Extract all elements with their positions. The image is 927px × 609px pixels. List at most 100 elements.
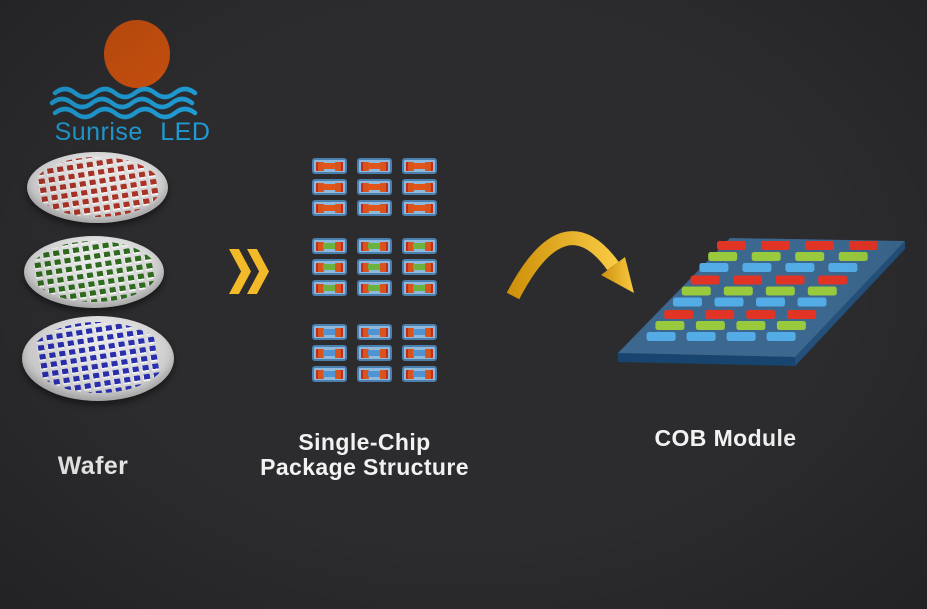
green-wafer: [24, 236, 164, 308]
package-die: [368, 184, 381, 190]
led-chip-cube: [129, 292, 138, 301]
led-chip-cube: [78, 291, 87, 300]
led-chip-cube: [56, 277, 65, 286]
cob-chip-blue: [714, 297, 744, 307]
led-chip-cube: [117, 174, 126, 183]
led-chip-cube: [85, 161, 94, 170]
package-pad: [316, 283, 324, 293]
package-die: [323, 264, 336, 270]
led-chip-cube: [73, 256, 82, 265]
led-chip-cube: [143, 254, 152, 263]
led-chip-cube: [92, 253, 101, 262]
led-chip-cube: [58, 183, 67, 192]
led-chip-cube: [51, 250, 60, 259]
led-chip-cube: [121, 241, 130, 248]
led-chip-cube: [125, 330, 134, 339]
led-chip-cube: [49, 360, 58, 369]
led-chip-cube: [65, 330, 74, 339]
package-pad: [380, 182, 388, 192]
led-chip-cube: [66, 339, 75, 348]
led-chip-cube: [151, 362, 160, 371]
led-chip-cube: [80, 241, 89, 245]
led-chip-cube: [50, 241, 59, 250]
led-chip-cube: [137, 171, 146, 180]
led-chip-cube: [93, 321, 102, 326]
cob-chip-green: [736, 321, 766, 330]
led-chip-cube: [85, 272, 94, 281]
package-pad: [380, 161, 388, 171]
led-chip-cube: [135, 264, 144, 273]
led-chip-cube: [120, 192, 129, 201]
package-tile-green: [402, 280, 437, 296]
package-die: [413, 329, 426, 335]
led-chip-cube: [52, 212, 61, 217]
led-chip-cube: [129, 357, 138, 366]
package-die: [413, 371, 426, 377]
package-die: [368, 285, 381, 291]
cob-chip-blue: [797, 297, 827, 307]
led-chip-cube: [142, 206, 151, 215]
led-chip-cube: [50, 369, 59, 378]
led-chip-cube: [89, 299, 98, 302]
led-chip-cube: [51, 203, 60, 212]
package-tile-red: [357, 200, 392, 216]
cob-chip-red: [805, 241, 834, 250]
package-pad: [361, 262, 369, 272]
led-chip-cube: [107, 342, 116, 351]
led-chip-cube: [100, 361, 109, 370]
led-chip-cube: [128, 348, 137, 357]
led-chip-cube: [57, 286, 66, 295]
led-chip-cube: [40, 243, 49, 252]
cob-chip-green: [655, 321, 685, 330]
led-chip-cube: [139, 291, 148, 300]
led-chip-cube: [80, 300, 89, 302]
led-chip-cube: [42, 380, 51, 389]
package-die: [413, 205, 426, 211]
package-tile-blue: [402, 345, 437, 361]
cob-chip-red: [705, 310, 735, 319]
package-tile-red: [402, 179, 437, 195]
led-chip-cube: [123, 257, 132, 266]
led-chip-cube: [45, 167, 54, 176]
led-chip-cube: [81, 373, 91, 382]
led-chip-cube: [47, 287, 56, 296]
led-chip-cube: [64, 266, 73, 275]
led-chip-cube: [74, 329, 83, 338]
led-chip-cube: [96, 168, 105, 177]
led-chip-cube: [61, 248, 70, 257]
package-die: [413, 243, 426, 249]
cob-chip-green: [838, 252, 868, 261]
package-pad: [425, 327, 433, 337]
led-chip-cube: [144, 156, 153, 160]
package-pad: [406, 369, 414, 379]
led-chip-cube: [72, 208, 81, 217]
package-die: [368, 205, 381, 211]
led-chip-cube: [90, 363, 99, 372]
led-chip-cube: [58, 350, 67, 359]
package-tile-blue: [357, 324, 392, 340]
package-tile-red: [312, 200, 347, 216]
led-chip-cube: [53, 387, 62, 394]
led-chip-cube: [121, 201, 130, 210]
led-chip-cube: [107, 176, 116, 185]
led-chip-cube: [66, 173, 75, 182]
package-pad: [335, 161, 343, 171]
cob-chip-blue: [699, 263, 729, 272]
led-chip-cube: [122, 376, 131, 385]
led-chip-cube: [139, 355, 148, 364]
led-chip-cube: [48, 185, 57, 194]
package-tile-green: [312, 238, 347, 254]
cob-chip-blue: [646, 332, 676, 341]
led-chip-cube: [37, 178, 46, 187]
package-pad: [361, 369, 369, 379]
led-chip-cube: [124, 385, 133, 394]
package-tile-blue: [312, 345, 347, 361]
led-chip-cube: [110, 193, 119, 202]
led-chip-cube: [82, 254, 91, 263]
wave-line: [49, 96, 195, 110]
led-chip-cube: [69, 357, 78, 366]
led-chip-cube: [114, 386, 123, 394]
package-tile-red: [357, 179, 392, 195]
package-tile-blue: [402, 366, 437, 382]
led-chip-cube: [136, 273, 145, 282]
